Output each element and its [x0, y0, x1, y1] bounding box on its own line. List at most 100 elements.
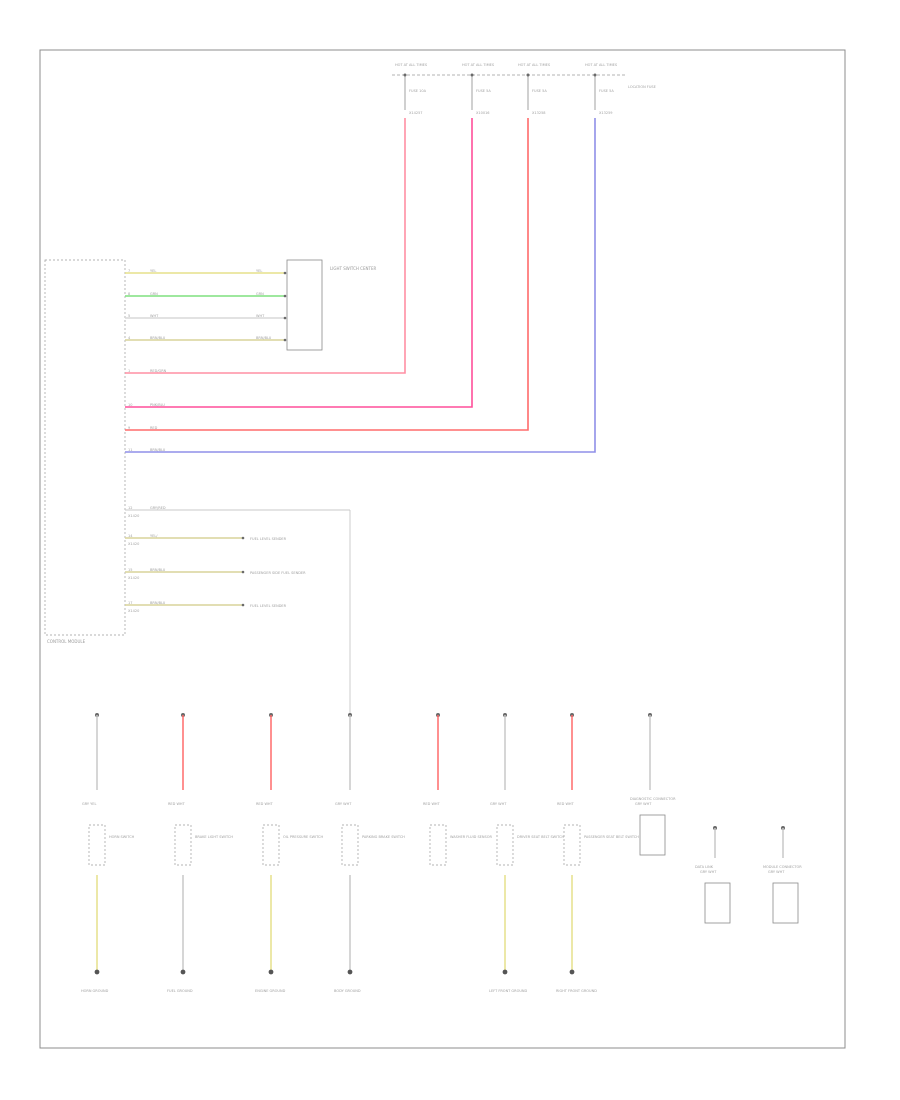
lower-wire-target: FUEL LEVEL SENDER	[250, 604, 287, 608]
ground-icon	[180, 969, 186, 975]
wire-to-fuse	[125, 118, 529, 431]
wire-pin-label: 10	[128, 403, 132, 407]
ground-icon	[347, 969, 353, 975]
wire-pin-label: 4	[128, 336, 131, 340]
wire-terminal	[283, 316, 287, 320]
component-name: OIL PRESSURE SWITCH	[283, 835, 323, 839]
lower-wire-color: BRN/BLU	[150, 601, 166, 605]
wire-end-label: GRN	[256, 292, 264, 296]
diagram-frame	[39, 49, 846, 1049]
fuse-box-title: HOT AT ALL TIMES	[585, 63, 618, 67]
lower-wire-target: FUEL LEVEL SENDER	[250, 537, 287, 541]
wire-terminal	[283, 294, 287, 298]
fuse-node	[593, 73, 597, 77]
lower-wire-terminal: X1420	[128, 542, 139, 546]
wire-terminal	[283, 271, 287, 275]
component-name: BRAKE LIGHT SWITCH	[195, 835, 233, 839]
lower-wire-terminal: X1420	[128, 609, 139, 613]
component-box	[262, 824, 280, 866]
ground-icon	[502, 969, 508, 975]
lower-wire-pin: 12	[128, 506, 132, 510]
fuse-box-title: HOT AT ALL TIMES	[395, 63, 428, 67]
component-box	[174, 824, 192, 866]
fuse-terminal: X13259	[599, 111, 613, 115]
component-name: PASSENGER SEAT BELT SWITCH	[584, 835, 639, 839]
fuse-extra-label: LOCATION FUSE	[628, 85, 656, 89]
wire-pin-label: 11	[128, 448, 132, 452]
lower-wire-pin: 15	[128, 568, 132, 572]
component-box	[88, 824, 106, 866]
lower-wire-terminal: X1420	[128, 514, 139, 518]
component-box	[341, 824, 359, 866]
wire-to-fuse	[125, 118, 473, 408]
ground-icon	[569, 969, 575, 975]
fuse-rating: FUSE 10A	[409, 89, 427, 93]
wire-pin-label: 9	[128, 426, 130, 430]
ground-label: LEFT FRONT GROUND	[489, 989, 528, 993]
fuse-terminal: X14257	[409, 111, 423, 115]
lower-wire-terminal	[241, 570, 245, 574]
fuse-node	[470, 73, 474, 77]
component-box	[496, 824, 514, 866]
ground-icon	[94, 969, 100, 975]
wire-color-label: GRN	[150, 292, 158, 296]
component-box	[563, 824, 581, 866]
component-wire-label: RED WHT	[256, 802, 274, 806]
lower-wire-pin: 17	[128, 601, 132, 605]
wire-color-label: RED/GRN	[150, 369, 167, 373]
component-box	[772, 882, 799, 924]
control-module-box	[44, 259, 126, 636]
ground-icon	[268, 969, 274, 975]
wire-color-label: BRN/BLU	[150, 336, 166, 340]
lower-wire-target: PASSENGER SIDE FUEL SENDER	[250, 571, 306, 575]
fuse-rating: FUSE 5A	[476, 89, 491, 93]
component-wire-label: RED WHT	[168, 802, 186, 806]
wire-to-fuse	[125, 118, 406, 374]
wire-terminal	[283, 338, 287, 342]
fuse-terminal: X10016	[476, 111, 490, 115]
component-box	[429, 824, 447, 866]
lower-wire-color: YEL/	[150, 534, 158, 538]
ground-label: FUEL GROUND	[167, 989, 193, 993]
lower-wire-pin: 14	[128, 534, 133, 538]
lower-wire-terminal: X1420	[128, 576, 139, 580]
component-name: DATA LINK	[695, 865, 714, 869]
fuse-box-title: HOT AT ALL TIMES	[462, 63, 495, 67]
wire-end-label: WHT	[256, 314, 265, 318]
fuse-node	[526, 73, 530, 77]
wire-end-label: YEL	[256, 269, 262, 273]
component-wire-label: GRY YEL	[82, 802, 97, 806]
component-wire-label: GRY WHT	[700, 870, 717, 874]
component-name: HORN SWITCH	[109, 835, 135, 839]
component-wire-label: GRY WHT	[335, 802, 352, 806]
wire-color-label: PNK/BLU	[150, 403, 165, 407]
ground-label: BODY GROUND	[334, 989, 361, 993]
wire-color-label: YEL	[150, 269, 156, 273]
fuse-rating: FUSE 5A	[599, 89, 614, 93]
wire-pin-label: 1	[128, 369, 130, 373]
wire-to-fuse	[125, 118, 596, 453]
fuse-node	[403, 73, 407, 77]
fuse-rating: FUSE 5A	[532, 89, 547, 93]
component-box	[639, 814, 666, 856]
fuse-terminal: X13258	[532, 111, 546, 115]
wire-pin-label: 8	[128, 292, 130, 296]
component-wire-label: GRY WHT	[635, 802, 652, 806]
component-name: DRIVER SEAT BELT SWITCH	[517, 835, 565, 839]
component-name: DIAGNOSTIC CONNECTOR	[630, 797, 676, 801]
control-module-label: CONTROL MODULE	[47, 639, 86, 644]
component-wire-label: RED WHT	[423, 802, 441, 806]
component-box	[704, 882, 731, 924]
light-switch-label: LIGHT SWITCH CENTER	[330, 266, 376, 271]
wire-color-label: RED	[150, 426, 158, 430]
component-name: WASHER FLUID SENSOR	[450, 835, 492, 839]
lower-wire-color: BRN/BLU	[150, 568, 166, 572]
wire-end-label: BRN/BLU	[256, 336, 272, 340]
fuse-box-title: HOT AT ALL TIMES	[518, 63, 551, 67]
light-switch-box	[286, 259, 323, 351]
wire-color-label: BRN/BLU	[150, 448, 166, 452]
component-wire-label: GRY WHT	[490, 802, 507, 806]
